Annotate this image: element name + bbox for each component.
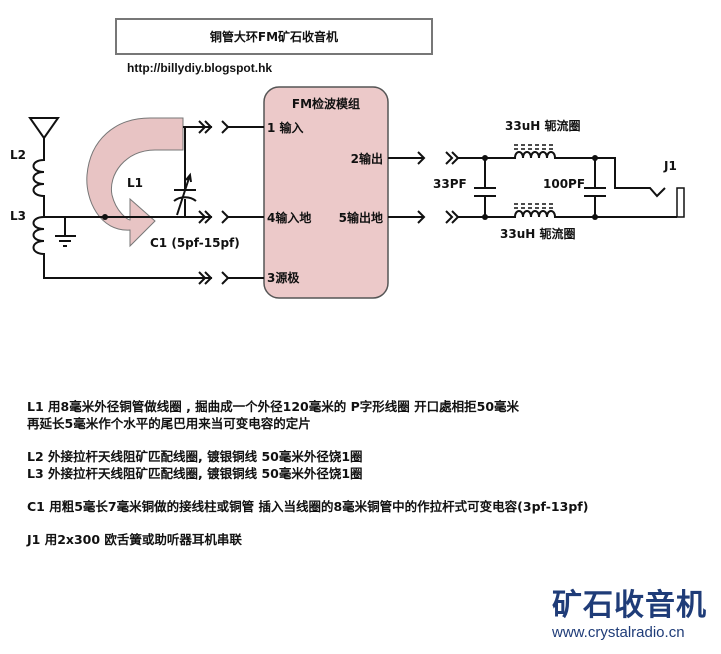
- fm-detector-module: [263, 86, 389, 299]
- junction-dot: [482, 155, 488, 161]
- note-line: L3 外接拉杆天线阻矿匹配线圈, 镀银铜线 50毫米外径饶1圈: [27, 466, 363, 481]
- pin-2-label: 2输出: [351, 151, 383, 166]
- l1-coil-arrow: [86, 117, 184, 248]
- logo-url: www.crystalradio.cn: [552, 624, 685, 641]
- output-connectors: [388, 151, 485, 224]
- blog-url: http://billydiy.blogspot.hk: [127, 61, 273, 75]
- choke-top: [485, 151, 666, 198]
- choke-core-top: [514, 144, 553, 150]
- choke-bottom-label: 33uH 轭流圈: [500, 226, 575, 241]
- ground-icon: [55, 217, 76, 247]
- note-line: L1 用8毫米外径铜管做线圈 , 掘曲成一个外径120毫米的 P字形线圈 开口處…: [27, 399, 520, 414]
- junction-dot: [592, 155, 598, 161]
- pin-5-label: 5输出地: [339, 210, 383, 225]
- j1-jack-icon: [676, 187, 685, 218]
- pin-4-label: 4输入地: [267, 210, 311, 225]
- l3-coil: [32, 216, 212, 279]
- c1-variable-capacitor: [173, 172, 197, 216]
- pin-3-label: 3源极: [267, 270, 300, 285]
- junction-dot: [102, 214, 108, 220]
- l1-label: L1: [127, 176, 143, 190]
- note-line: 再延长5毫米作个水平的尾巴用来当可变电容的定片: [27, 416, 311, 431]
- note-line: J1 用2x300 欧舌簧或助听器耳机串联: [27, 532, 242, 547]
- c1-label: C1 (5pf-15pf): [150, 236, 240, 250]
- input-connectors: [198, 120, 264, 285]
- junction-dot: [482, 214, 488, 220]
- capacitor-100pf: [584, 158, 606, 217]
- notes: L1 用8毫米外径铜管做线圈 , 掘曲成一个外径120毫米的 P字形线圈 开口處…: [27, 398, 588, 548]
- note-line: C1 用粗5毫长7毫米铜做的接线柱或铜管 插入当线圈的8毫米铜管中的作拉杆式可变…: [27, 499, 589, 514]
- crystalradio-logo: 矿石收音机 www.crystalradio.cn: [552, 588, 707, 642]
- choke-bottom: [485, 210, 677, 218]
- choke-top-label: 33uH 轭流圈: [505, 118, 580, 133]
- module-title: FM检波模组: [292, 96, 360, 111]
- choke-core-bottom: [514, 203, 553, 209]
- capacitor-33pf: [474, 158, 496, 217]
- junction-dot: [592, 214, 598, 220]
- j1-label: J1: [663, 159, 677, 173]
- cap-100pf-label: 100PF: [543, 177, 585, 191]
- pin-1-label: 1 输入: [267, 120, 304, 135]
- title-box: 铜管大环FM矿石收音机: [115, 18, 433, 55]
- circuit-diagram: FM检波模组 1 输入 4输入地 3源极 2输出 5输出地 L2 L3 L1 C…: [10, 86, 685, 299]
- logo-text: 矿石收音机: [552, 588, 707, 623]
- l3-label: L3: [10, 209, 26, 223]
- l1-top-wire: [183, 126, 212, 217]
- cap-33pf-label: 33PF: [433, 177, 467, 191]
- l2-label: L2: [10, 148, 26, 162]
- l2-coil: [32, 158, 45, 217]
- page-title: 铜管大环FM矿石收音机: [209, 30, 339, 44]
- antenna-icon: [28, 117, 60, 158]
- note-line: L2 外接拉杆天线阻矿匹配线圈, 镀银铜线 50毫米外径饶1圈: [27, 449, 363, 464]
